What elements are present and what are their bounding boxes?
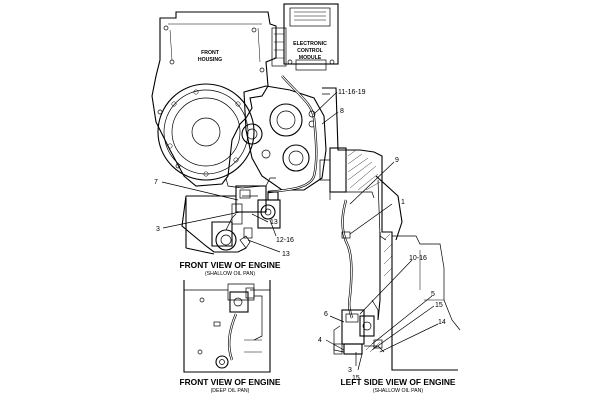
leader-lines [161, 91, 439, 371]
ecm-label-line1: ELECTRONIC [293, 41, 327, 47]
callout-4: 4 [318, 337, 322, 344]
view-title-front-deep: FRONT VIEW OF ENGINE [180, 377, 281, 387]
ecm-label-line3: MODULE [299, 55, 322, 61]
callout-10-16: 10-16 [409, 255, 427, 262]
callout-15-right: 15 [435, 302, 443, 309]
callout-11-16-19: 11-16-19 [338, 89, 366, 96]
left-side-view-drawing [319, 87, 461, 371]
callout-14: 14 [438, 319, 446, 326]
view-title-left-side: LEFT SIDE VIEW OF ENGINE [341, 377, 456, 387]
front-housing-label-line1: FRONT [201, 50, 220, 56]
ecm-box [271, 3, 339, 71]
callout-3-front: 3 [156, 226, 160, 233]
view-subtitle-front-deep: (DEEP OIL PAN) [211, 388, 250, 394]
front-housing-label-line2: HOUSING [198, 57, 222, 63]
callout-9: 9 [395, 157, 399, 164]
callout-15-bottom: 15 [352, 375, 360, 382]
sensor-cluster-side [333, 309, 385, 355]
callout-8: 8 [340, 108, 344, 115]
callout-13-lower: 13 [282, 251, 290, 258]
callout-13-upper: 13 [270, 219, 278, 226]
callout-3-side: 3 [348, 367, 352, 374]
view-subtitle-front-shallow: (SHALLOW OIL PAN) [205, 271, 255, 277]
callout-1: 1 [401, 199, 405, 206]
view-subtitle-left-side: (SHALLOW OIL PAN) [373, 388, 423, 394]
timing-gear [157, 83, 255, 181]
front-view-shallow-drawing [151, 3, 339, 255]
callout-6: 6 [324, 311, 328, 318]
callout-7: 7 [154, 179, 158, 186]
ecm-label-line2: CONTROL [297, 48, 323, 54]
flange [319, 147, 381, 199]
view-title-front-shallow: FRONT VIEW OF ENGINE [180, 260, 281, 270]
sensor-bracket-shallow [231, 177, 281, 229]
front-view-deep-drawing [183, 280, 271, 373]
callout-12-16: 12-16 [276, 237, 294, 244]
callout-5: 5 [431, 291, 435, 298]
